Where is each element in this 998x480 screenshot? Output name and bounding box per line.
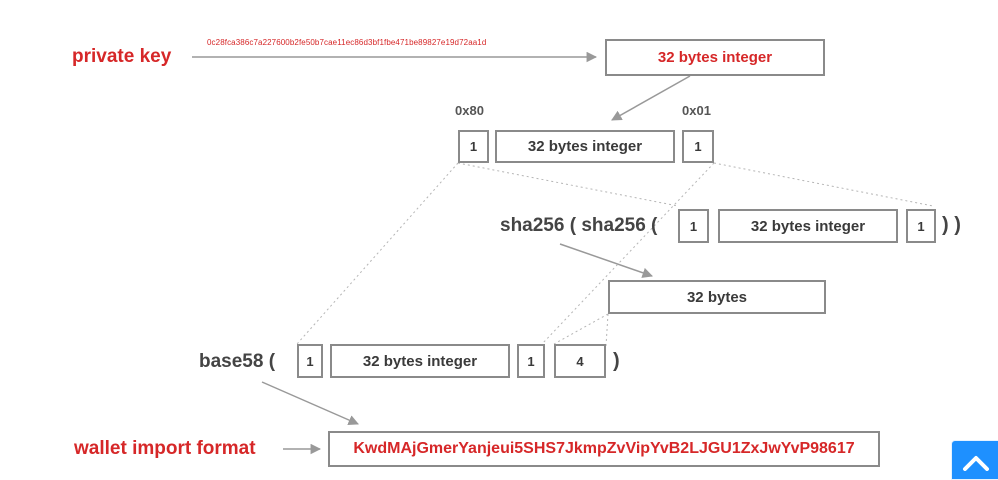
prefix-hex-label: 0x80: [455, 103, 484, 118]
row1-prefix-box: 1: [458, 130, 489, 163]
dotted-projections: [296, 162, 934, 347]
key-integer-text: 32 bytes integer: [657, 49, 773, 66]
b58-integer-box: 32 bytes integer: [330, 344, 510, 378]
private-key-hex: 0c28fca386c7a227600b2fe50b7cae11ec86d3bf…: [207, 38, 487, 47]
suffix-hex-label: 0x01: [682, 103, 711, 118]
key-integer-box: 32 bytes integer: [605, 39, 825, 76]
sha256-close-parens: ) ): [942, 214, 961, 236]
sha-prefix-text: 1: [689, 218, 698, 234]
sha-integer-text: 32 bytes integer: [750, 217, 866, 235]
b58-integer-text: 32 bytes integer: [362, 352, 478, 370]
scroll-to-top-button[interactable]: [951, 440, 998, 480]
hash-result-box: 32 bytes: [608, 280, 826, 314]
row1-suffix-text: 1: [694, 139, 702, 154]
sha256-expression: sha256 ( sha256 (: [500, 215, 658, 236]
sha-suffix-box: 1: [906, 209, 936, 243]
base58-close-paren: ): [613, 350, 620, 372]
row1-integer-text: 32 bytes integer: [527, 138, 643, 155]
b58-suffix-box: 1: [517, 344, 545, 378]
row1-integer-box: 32 bytes integer: [495, 130, 675, 163]
chevron-up-icon: [963, 456, 989, 471]
b58-checksum-box: 4: [554, 344, 606, 378]
b58-prefix-text: 1: [306, 353, 314, 369]
arrow-base58-to-wif: [261, 381, 359, 426]
arrow-integer-to-row1: [611, 75, 691, 121]
b58-prefix-box: 1: [297, 344, 323, 378]
wif-value-box: KwdMAjGmerYanjeui5SHS7JkmpZvVipYvB2LJGU1…: [328, 431, 880, 467]
b58-suffix-text: 1: [527, 353, 535, 369]
arrow-sha-to-hash: [559, 243, 653, 278]
base58-label: base58 (: [199, 351, 276, 372]
sha-suffix-text: 1: [917, 218, 925, 234]
row1-prefix-text: 1: [469, 139, 478, 154]
hash-result-text: 32 bytes: [686, 288, 748, 306]
row1-suffix-box: 1: [682, 130, 714, 163]
sha-integer-box: 32 bytes integer: [718, 209, 898, 243]
wif-label: wallet import format: [74, 438, 256, 459]
wif-value-text: KwdMAjGmerYanjeui5SHS7JkmpZvVipYvB2LJGU1…: [353, 440, 855, 457]
private-key-label: private key: [72, 46, 172, 67]
sha-prefix-box: 1: [678, 209, 709, 243]
b58-checksum-text: 4: [576, 353, 584, 369]
